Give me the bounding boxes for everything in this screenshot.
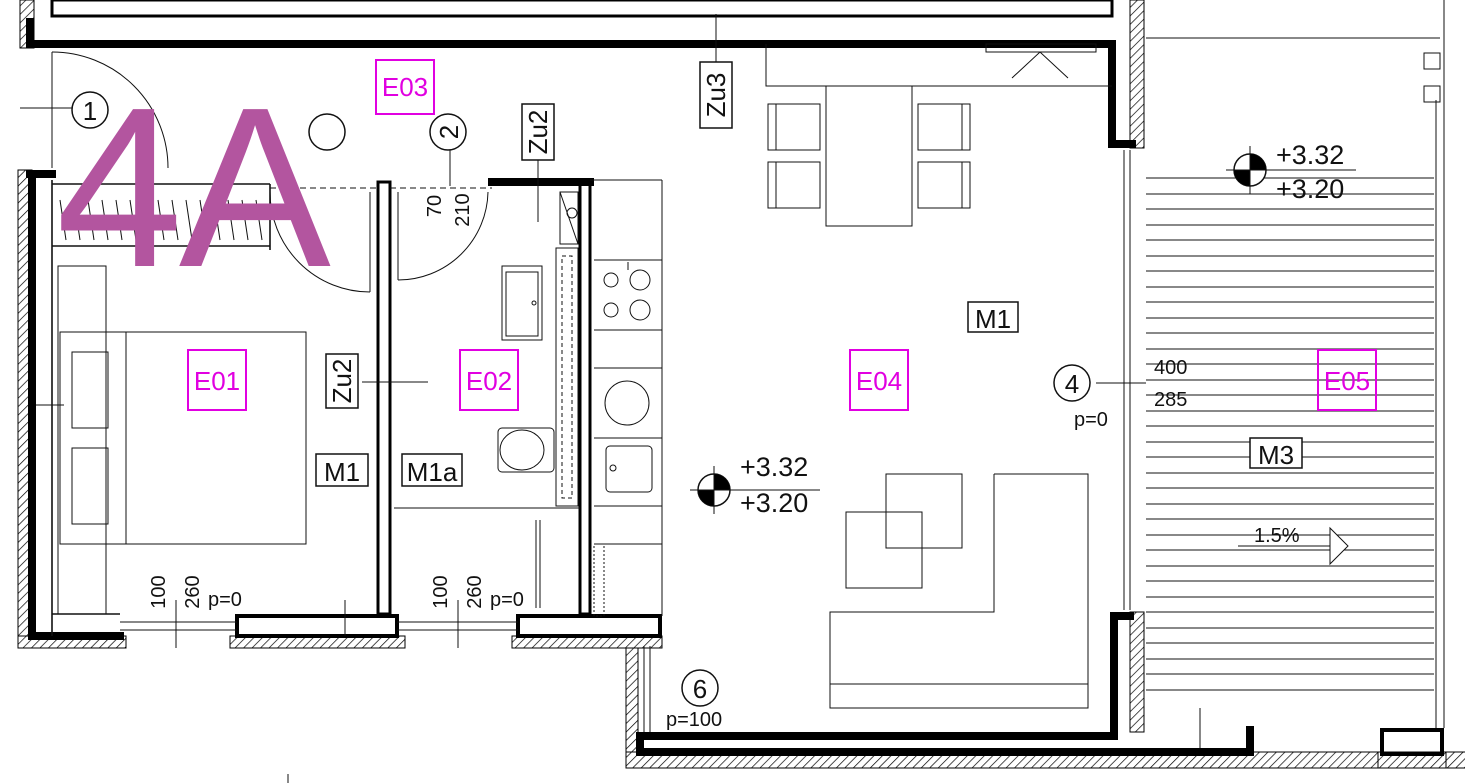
corner-window-dimension: p=100 xyxy=(666,709,722,731)
window-sill: 100 xyxy=(148,575,170,608)
marker-1-ghost xyxy=(308,113,346,151)
bedroom-furniture xyxy=(36,265,346,636)
elevation-bottom: +3.20 xyxy=(1276,174,1344,204)
zone-code-text: E01 xyxy=(194,366,240,396)
elevation-living: +3.32 +3.20 xyxy=(690,452,820,518)
door-label-text: Zu3 xyxy=(701,73,731,118)
closet-hanger-line xyxy=(185,199,193,241)
door-label-zu2-bedroom: Zu2 xyxy=(325,353,359,409)
marker-text: 6 xyxy=(693,674,707,704)
closet-hanger-line xyxy=(255,199,263,241)
corner-window-parapet: p=100 xyxy=(666,709,722,731)
window-parapet: p=0 xyxy=(490,589,524,611)
material-m1a-bath: M1a xyxy=(401,453,463,487)
window-sill: 100 xyxy=(430,575,452,608)
window-parapet: p=0 xyxy=(208,589,242,611)
zone-code-text: E04 xyxy=(856,366,902,396)
window-height: 260 xyxy=(464,575,486,608)
marker-text: 2 xyxy=(434,125,464,139)
leaders xyxy=(20,107,539,383)
zone-code-text: E02 xyxy=(466,366,512,396)
zone-code-e05: E05 xyxy=(1317,349,1377,411)
zone-code-e03: E03 xyxy=(375,59,435,115)
closet-hanger-line xyxy=(129,199,137,241)
material-text: M1 xyxy=(975,304,1011,334)
terrace-door-dimension: 400 285 p=0 xyxy=(1074,357,1187,431)
material-text: M1a xyxy=(407,457,458,487)
material-text: M1 xyxy=(324,457,360,487)
elevation-top: +3.32 xyxy=(740,452,808,482)
zone-code-e01: E01 xyxy=(187,349,247,411)
door-label-text: Zu2 xyxy=(523,110,553,155)
walls xyxy=(26,18,1444,756)
slope-indicator: 1.5% xyxy=(1238,525,1349,566)
door-label-zu3: Zu3 xyxy=(699,61,733,129)
terrace-door-width: 400 xyxy=(1154,357,1187,379)
terrace-door-height: 285 xyxy=(1154,389,1187,411)
window-dimension-bedroom: 100 260 p=0 xyxy=(148,575,242,611)
closet-hanger-line xyxy=(87,199,95,241)
elevation-top: +3.32 xyxy=(1276,140,1344,170)
elevation-terrace: +3.32 +3.20 xyxy=(1226,140,1356,204)
closet-hanger-line xyxy=(143,199,151,241)
kitchen xyxy=(590,179,663,617)
closet-hanger-line xyxy=(171,199,179,241)
window-height: 260 xyxy=(182,575,204,608)
bathroom-fixtures xyxy=(394,191,580,608)
closet-hanger-line xyxy=(101,199,109,241)
material-m3-terrace: M3 xyxy=(1249,437,1303,470)
zone-code-text: E03 xyxy=(382,72,428,102)
closet-hanger-line xyxy=(59,199,67,241)
zone-code-text: E05 xyxy=(1324,366,1370,396)
elevation-bottom: +3.20 xyxy=(740,488,808,518)
closet-hanger-line xyxy=(213,199,221,241)
closet-hanger-line xyxy=(199,199,207,241)
closet-hanger-line xyxy=(115,199,123,241)
closet-hanger-line xyxy=(227,199,235,241)
door-label-zu2-bath: Zu2 xyxy=(521,103,555,161)
doors xyxy=(51,51,489,293)
terrace-door-parapet: p=0 xyxy=(1074,409,1108,431)
terrace xyxy=(1146,0,1445,760)
living-furniture xyxy=(715,14,1112,709)
door-width: 70 xyxy=(424,195,446,217)
zone-code-e02: E02 xyxy=(459,349,519,411)
material-text: M3 xyxy=(1258,440,1294,470)
marker-6: 6 xyxy=(681,669,719,707)
slope-text: 1.5% xyxy=(1254,525,1300,547)
window-dimension-bath: 100 260 p=0 xyxy=(430,575,524,611)
material-m1-bedroom: M1 xyxy=(315,453,369,487)
marker-text: 1 xyxy=(83,96,97,126)
material-m1-living: M1 xyxy=(967,301,1019,334)
partitions xyxy=(52,178,594,616)
marker-2: 2 xyxy=(429,113,467,151)
windows xyxy=(120,150,1146,732)
door-label-text: Zu2 xyxy=(327,359,357,404)
marker-1: 1 xyxy=(71,91,109,129)
closet-hanger-line xyxy=(73,199,81,241)
door-dimension: 70 210 xyxy=(424,193,474,226)
marker-text: 4 xyxy=(1065,369,1079,399)
door-height: 210 xyxy=(452,193,474,226)
marker-4: 4 xyxy=(1053,364,1091,402)
closet-hanger-line xyxy=(241,199,249,241)
zone-code-e04: E04 xyxy=(849,349,909,411)
closet-hanger-line xyxy=(157,199,165,241)
